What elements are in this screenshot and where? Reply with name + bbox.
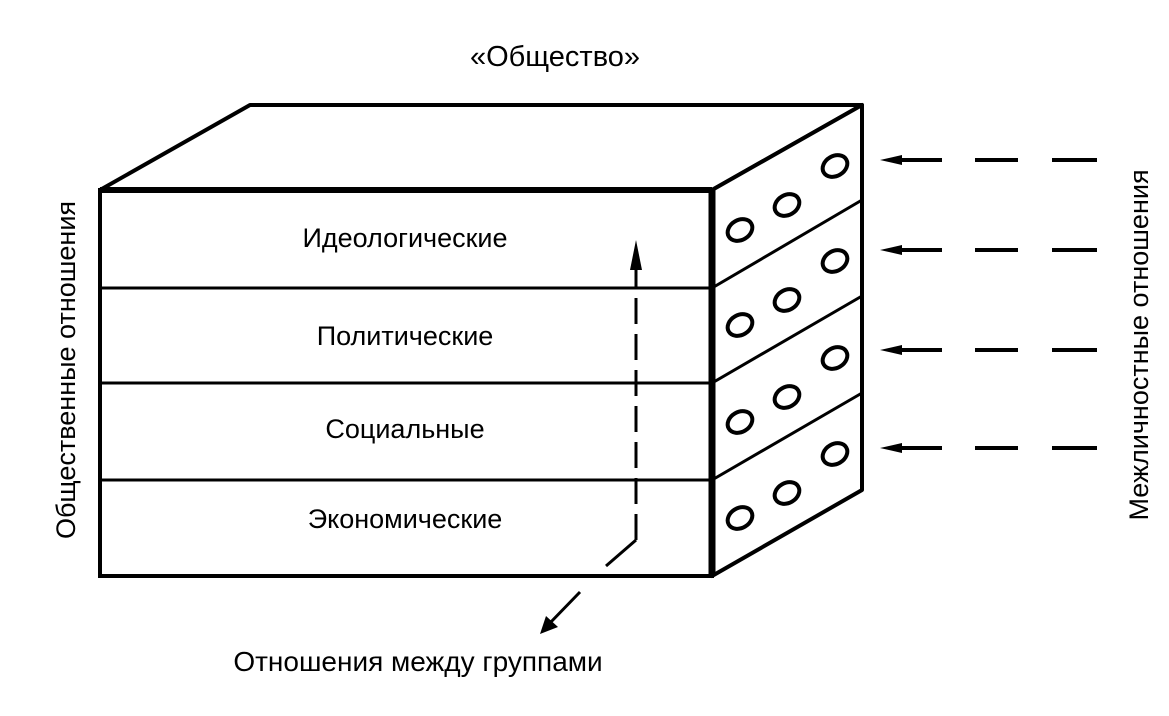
layer-label-social: Социальные (325, 414, 484, 444)
individual-circle (772, 287, 802, 313)
individual-circle (820, 248, 850, 274)
individual-circle (772, 384, 802, 410)
interpersonal-arrow-head (880, 245, 902, 255)
individual-circles-group (725, 153, 850, 531)
individual-circle (820, 153, 850, 179)
individual-circle (725, 312, 755, 338)
bottom-label: Отношения между группами (233, 646, 602, 677)
bottom-pointer-head (540, 616, 558, 634)
diagram-title: «Общество» (470, 41, 640, 73)
interpersonal-arrow-head (880, 443, 902, 453)
side-layer-divider (711, 198, 863, 290)
bottom-pointer-line (546, 590, 582, 627)
side-layer-divider (711, 391, 863, 482)
layer-label-ideological: Идеологические (302, 223, 507, 253)
interpersonal-arrow-head (880, 155, 902, 165)
individual-circle (820, 441, 850, 467)
vertical-arrow-head (630, 240, 642, 270)
side-layer-divider (711, 294, 863, 385)
layer-label-economic: Экономические (308, 504, 503, 534)
interpersonal-arrows-group (880, 155, 1097, 453)
individual-circle (725, 409, 755, 435)
individual-circle (772, 480, 802, 506)
individual-circle (820, 345, 850, 371)
layer-label-political: Политические (317, 321, 494, 351)
vertical-arrow-tail (605, 538, 637, 568)
right-vertical-label: Межличностные отношения (1124, 169, 1154, 520)
interpersonal-arrow-head (880, 345, 902, 355)
left-vertical-label: Общественные отношения (51, 201, 81, 539)
individual-circle (725, 217, 755, 243)
individual-circle (725, 505, 755, 531)
individual-circle (772, 192, 802, 218)
